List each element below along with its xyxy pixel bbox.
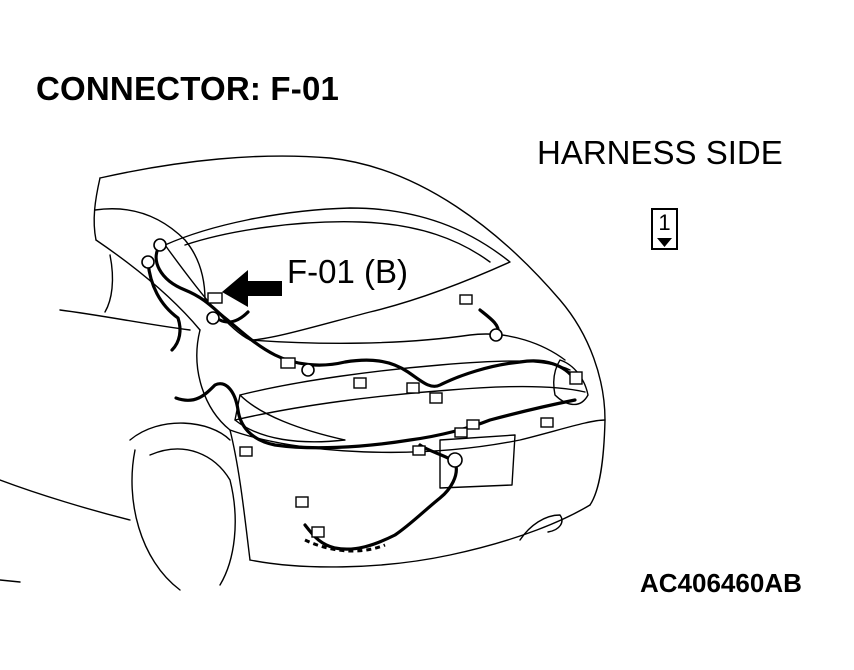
license-plate	[439, 434, 516, 489]
body-outline	[99, 155, 606, 506]
down-triangle-icon	[657, 238, 672, 247]
connector-outline	[651, 208, 678, 250]
view-label: HARNESS SIDE	[537, 134, 783, 171]
harness-connectors	[207, 292, 583, 538]
connector-face: 1	[651, 208, 678, 250]
pin-number: 1	[658, 210, 671, 235]
rear-tire	[131, 449, 181, 591]
tail-light-left	[234, 394, 346, 443]
arrow-pointing-left-icon	[222, 270, 282, 307]
connector-callout-label: F-01 (B)	[287, 253, 409, 290]
diagram-title: CONNECTOR: F-01	[36, 70, 340, 107]
ground-eyelets	[141, 238, 503, 468]
figure-code: AC406460AB	[640, 568, 802, 598]
connector-f01	[207, 292, 223, 304]
